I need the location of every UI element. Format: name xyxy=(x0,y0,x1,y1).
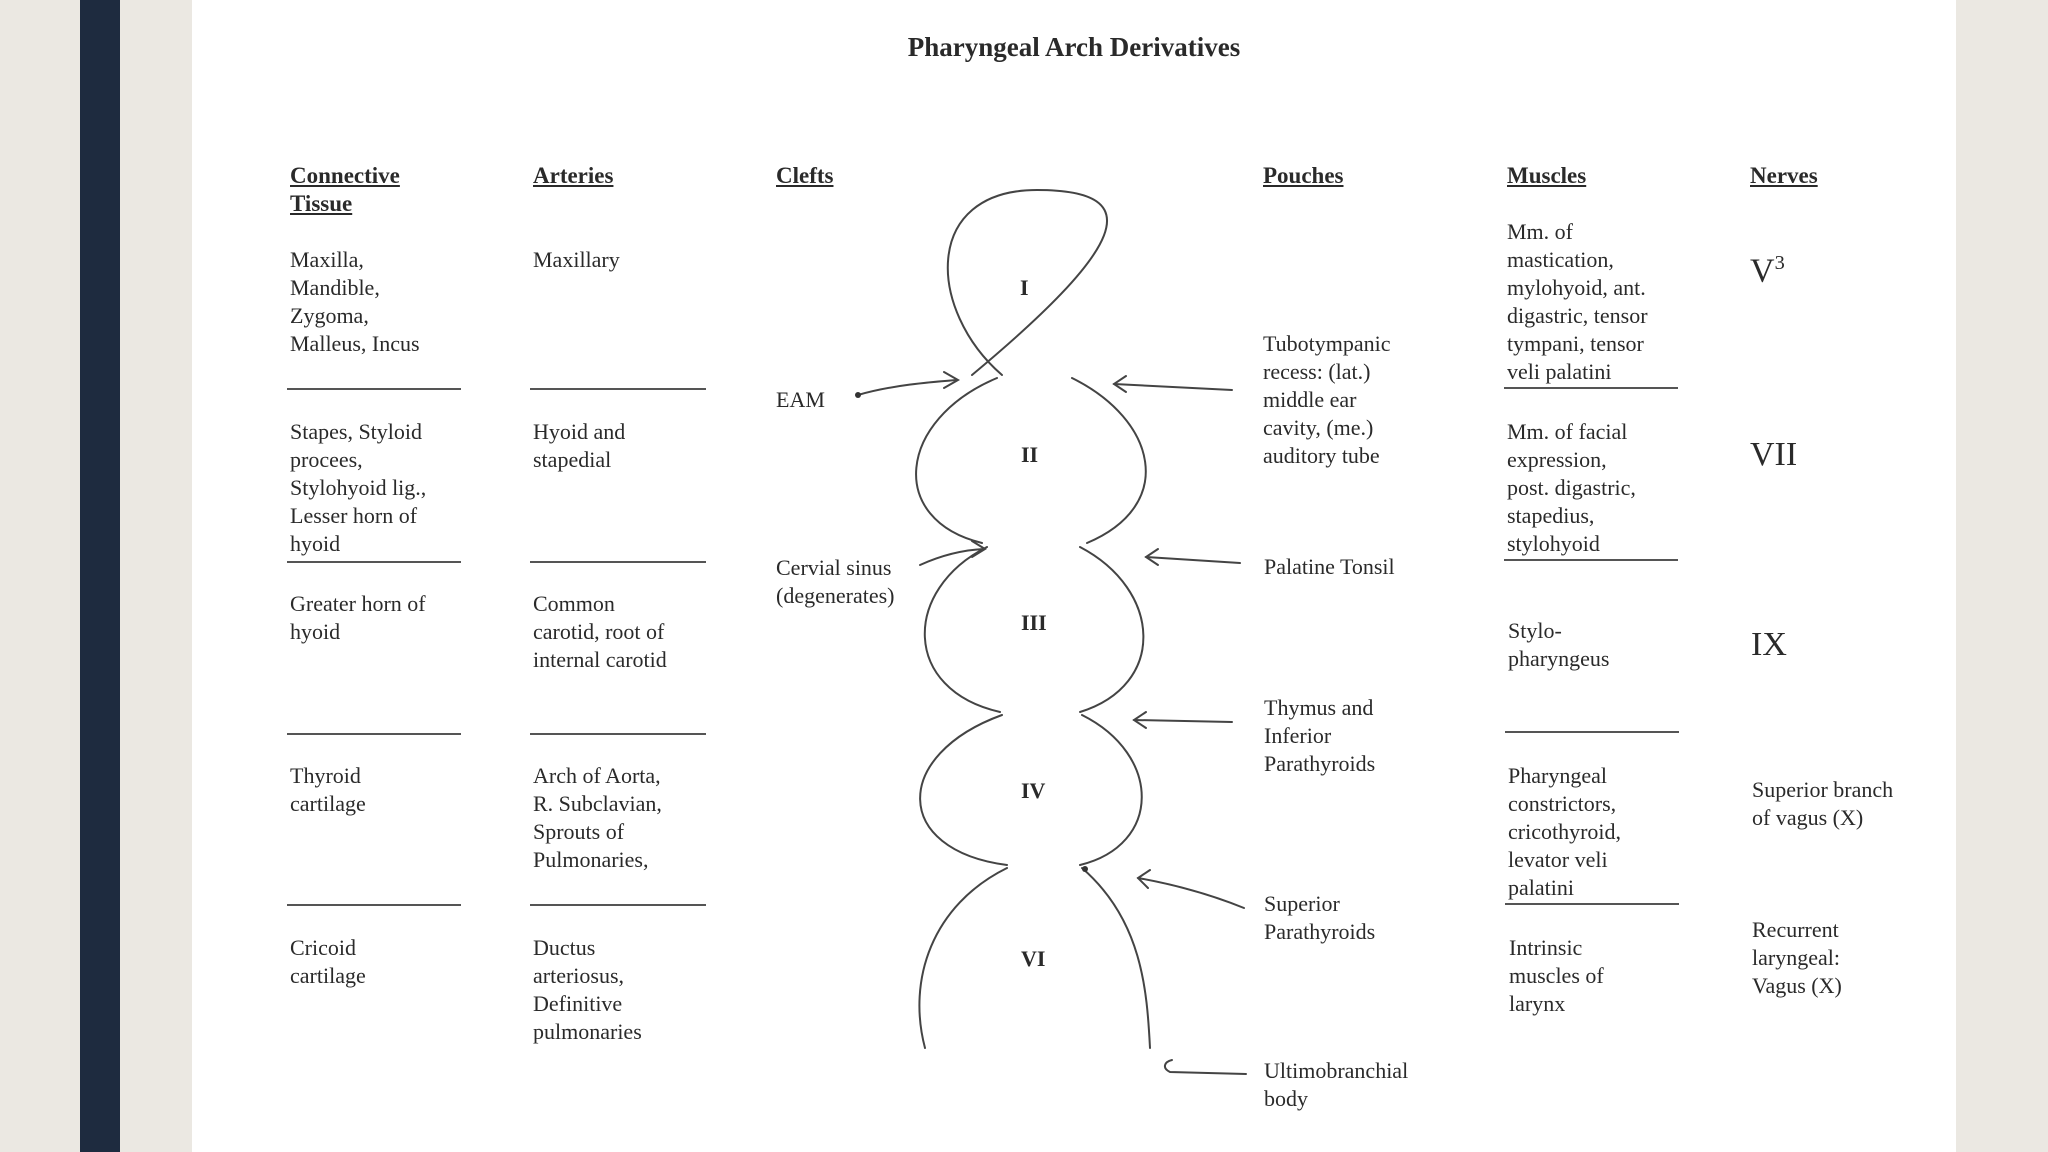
nerve-arch-6: Recurrent laryngeal: Vagus (X) xyxy=(1752,917,1842,998)
cleft-eam: EAM xyxy=(776,387,825,412)
connective-arch-6: Cricoid cartilage xyxy=(290,935,366,988)
left-accent-bar xyxy=(80,0,120,1152)
divider xyxy=(1505,731,1679,733)
arch-3-right xyxy=(1079,546,1145,713)
nerve-arch-3: IX xyxy=(1751,626,1787,663)
artery-arch-2: Hyoid and stapedial xyxy=(533,419,626,472)
artery-arch-1: Maxillary xyxy=(533,247,620,272)
header-arteries: Arteries xyxy=(533,163,614,188)
arch-2-left xyxy=(915,377,998,544)
arch-label-2: II xyxy=(1021,442,1039,467)
connective-arch-3: Greater horn of hyoid xyxy=(290,591,426,644)
divider xyxy=(530,733,706,735)
muscle-arch-3: Stylo- pharyngeus xyxy=(1508,618,1610,671)
arch-label-4: IV xyxy=(1021,778,1046,803)
arch-4-left xyxy=(919,714,1008,866)
pouch-3-arrow xyxy=(1133,719,1233,723)
muscle-arch-6: Intrinsic muscles of larynx xyxy=(1509,935,1604,1016)
arch-6-right xyxy=(1081,867,1151,1049)
muscle-arch-2: Mm. of facial expression, post. digastri… xyxy=(1507,419,1636,556)
pouch-4-arrow xyxy=(1137,877,1245,909)
divider xyxy=(1504,387,1678,389)
pouch-3: Thymus and Inferior Parathyroids xyxy=(1264,695,1376,776)
connective-arch-1: Maxilla, Mandible, Zygoma, Malleus, Incu… xyxy=(290,247,420,356)
header-connective-tissue: Connective Tissue xyxy=(290,163,400,216)
pouch-5-arrow xyxy=(1164,1059,1247,1075)
cleft-cervical-sinus: Cervial sinus (degenerates) xyxy=(776,555,895,608)
nerve-arch-1: V3 xyxy=(1750,244,1785,290)
pouch-4: Superior Parathyroids xyxy=(1264,891,1376,944)
arch-label-3: III xyxy=(1021,610,1047,635)
muscle-arch-1: Mm. of mastication, mylohyoid, ant. diga… xyxy=(1507,219,1648,384)
arch-6-left xyxy=(918,867,1008,1049)
divider xyxy=(530,561,706,563)
header-nerves: Nerves xyxy=(1750,163,1818,188)
nerve-arch-2: VII xyxy=(1750,436,1798,473)
page-title: Pharyngeal Arch Derivatives xyxy=(907,32,1241,62)
pouch-5: Ultimobranchial body xyxy=(1264,1058,1409,1111)
ink-dot xyxy=(855,392,861,398)
nerve-arch-1-base: V xyxy=(1750,252,1775,290)
pouch-2: Palatine Tonsil xyxy=(1264,554,1395,579)
artery-arch-3: Common carotid, root of internal carotid xyxy=(533,591,667,672)
arch-label-6: VI xyxy=(1021,946,1046,971)
arch-2-right xyxy=(1071,377,1147,544)
pouch-1-arrow xyxy=(1113,383,1233,391)
header-muscles: Muscles xyxy=(1507,163,1587,188)
eam-arrow xyxy=(857,379,958,396)
arch-4-right xyxy=(1079,714,1143,866)
artery-arch-4: Arch of Aorta, R. Subclavian, Sprouts of… xyxy=(533,763,662,872)
pouch-2-arrow xyxy=(1145,556,1241,564)
divider xyxy=(530,904,706,906)
arch-1-outline xyxy=(946,188,1108,376)
divider xyxy=(287,561,461,563)
header-clefts: Clefts xyxy=(776,163,834,188)
connective-arch-2: Stapes, Styloid procees, Stylohyoid lig.… xyxy=(290,419,427,556)
divider xyxy=(287,733,461,735)
arch-3-left xyxy=(923,546,1001,713)
header-pouches: Pouches xyxy=(1263,163,1344,188)
ink-dot xyxy=(1082,866,1088,872)
divider xyxy=(1504,559,1678,561)
divider xyxy=(1505,903,1679,905)
divider xyxy=(287,904,461,906)
divider xyxy=(530,388,706,390)
cervical-sinus-arrow xyxy=(919,548,985,566)
pouch-1: Tubotympanic recess: (lat.) middle ear c… xyxy=(1263,331,1391,468)
artery-arch-6: Ductus arteriosus, Definitive pulmonarie… xyxy=(533,935,642,1044)
pharyngeal-arches-diagram xyxy=(855,188,1247,1075)
muscle-arch-4: Pharyngeal constrictors, cricothyroid, l… xyxy=(1508,763,1622,900)
nerve-arch-4: Superior branch of vagus (X) xyxy=(1752,777,1894,830)
slide: Pharyngeal Arch Derivatives Connective T… xyxy=(192,0,1956,1152)
divider xyxy=(287,388,461,390)
nerve-arch-1-superscript: 3 xyxy=(1774,252,1785,274)
connective-arch-4: Thyroid cartilage xyxy=(290,763,366,816)
arch-label-1: I xyxy=(1020,275,1029,300)
